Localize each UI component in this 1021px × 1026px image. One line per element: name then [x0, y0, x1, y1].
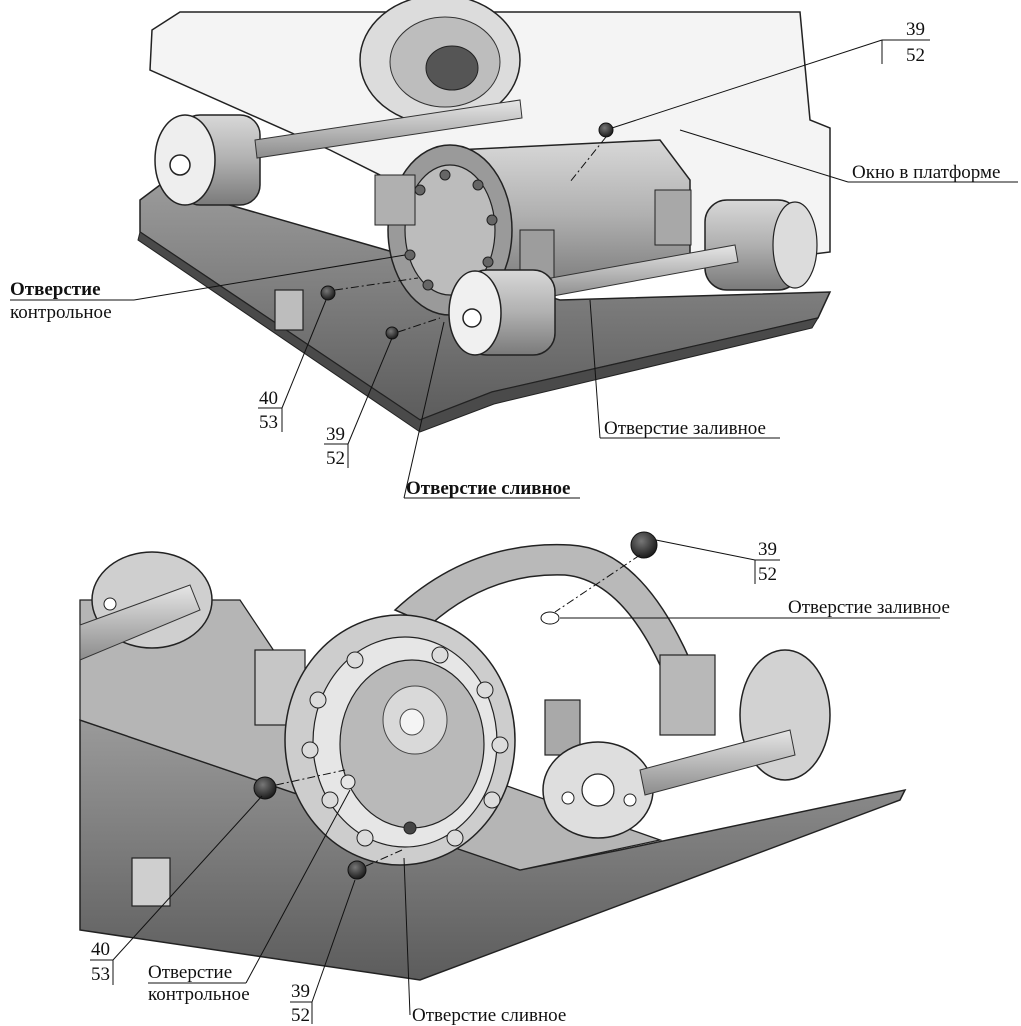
callout-upper-number: 40 — [259, 388, 278, 409]
fill-hole-label: Отверстие заливное — [604, 418, 766, 439]
top-drain-plug — [385, 326, 399, 340]
bottom-control-hole-label-line1: Отверстие — [148, 962, 232, 983]
top-callout-40-53: 40 53 — [259, 388, 278, 433]
bottom-centerlines — [275, 554, 641, 867]
callout-upper-number: 40 — [91, 939, 110, 960]
top-callout-39-52-mid: 39 52 — [326, 424, 345, 469]
control-hole-label-line2: контрольное — [10, 302, 112, 323]
bottom-fill-hole-label: Отверстие заливное — [788, 597, 950, 618]
bottom-leader-lines — [112, 539, 940, 1016]
callout-lower-number: 52 — [326, 448, 345, 469]
bottom-callout-boxes — [90, 559, 780, 1024]
top-lifting-lug — [274, 289, 304, 331]
bottom-left-rod — [79, 584, 201, 661]
drain-hole-label: Отверстие сливное — [406, 478, 570, 499]
top-right-roller — [704, 199, 818, 291]
top-assembly-view — [10, 0, 1018, 499]
callout-lower-number: 52 — [758, 564, 777, 585]
top-leader-lines — [10, 39, 1018, 499]
top-callout-boxes — [258, 39, 930, 468]
top-rear-rod — [254, 99, 523, 159]
callout-lower-number: 52 — [906, 45, 925, 66]
top-engine-fan — [359, 0, 521, 126]
bottom-drain-hole-label: Отверстие сливное — [412, 1005, 566, 1026]
bottom-fill-hole — [540, 611, 560, 625]
bottom-exciter-view — [79, 531, 940, 1024]
bottom-lifting-lug — [131, 857, 171, 907]
top-fill-plug — [598, 122, 614, 138]
top-centerlines — [334, 136, 607, 333]
callout-lower-number: 53 — [91, 964, 110, 985]
bottom-right-rod — [639, 729, 796, 796]
callout-upper-number: 39 — [291, 981, 310, 1002]
bottom-base-side — [79, 599, 663, 871]
top-base-plate-front — [137, 231, 820, 433]
bottom-boss-right — [659, 654, 716, 736]
bottom-callout-39-52-top: 39 52 — [758, 539, 777, 585]
top-control-plug — [320, 285, 336, 301]
callout-upper-number: 39 — [906, 19, 925, 40]
top-callout-39-52-right: 39 52 — [906, 19, 925, 66]
control-hole-label-line1: Отверстие — [10, 279, 101, 300]
callout-upper-number: 39 — [326, 424, 345, 445]
callout-lower-number: 52 — [291, 1005, 310, 1026]
top-left-roller — [154, 114, 261, 206]
callout-lower-number: 53 — [259, 412, 278, 433]
bottom-control-hole-label-line2: контрольное — [148, 984, 250, 1005]
top-front-roller — [448, 269, 556, 356]
window-in-platform-label: Окно в платформе — [852, 162, 1000, 183]
callout-upper-number: 39 — [758, 539, 777, 560]
bottom-fill-plug — [630, 531, 658, 559]
bottom-control-plug — [253, 776, 277, 800]
bottom-drain-plug — [347, 860, 367, 880]
bottom-exciter-ring — [284, 614, 516, 866]
bottom-callout-40-53: 40 53 — [91, 939, 110, 985]
bottom-callout-39-52-mid: 39 52 — [291, 981, 310, 1026]
